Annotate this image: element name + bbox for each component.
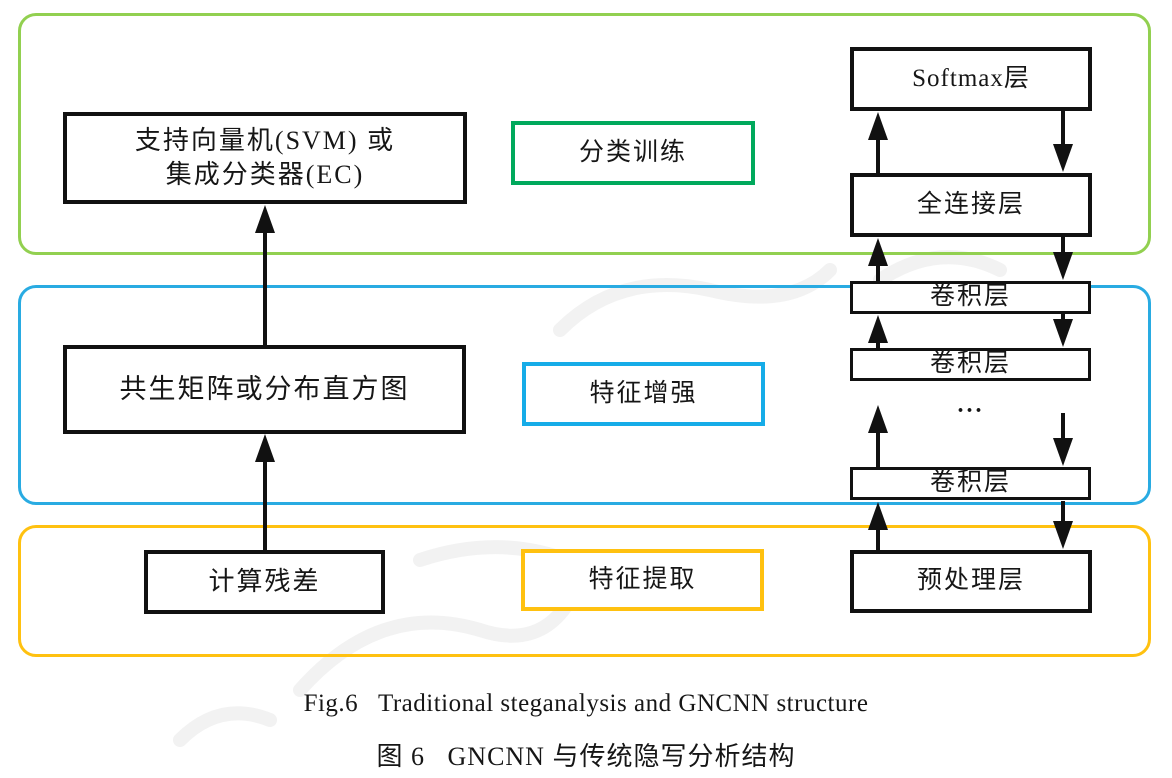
layers-ellipsis: ... [957,392,985,418]
softmax-layer-box: Softmax层 [850,47,1092,111]
extraction-stage-container [18,525,1151,657]
fully-connected-layer-box: 全连接层 [850,173,1092,237]
enhancement-stage-container [18,285,1151,505]
conv-layer-box-2: 卷积层 [850,348,1091,381]
stage-label-enhancement: 特征增强 [522,362,765,426]
classification-stage-container [18,13,1151,255]
residual-box: 计算残差 [144,550,385,614]
figure-caption-chinese: 图 6 GNCNN 与传统隐写分析结构 [376,742,796,771]
figure-caption-english: Fig.6 Traditional steganalysis and GNCNN… [303,690,869,717]
conv-layer-box-1: 卷积层 [850,281,1091,314]
preprocessing-layer-box: 预处理层 [850,550,1092,613]
classifier-box: 支持向量机(SVM) 或 集成分类器(EC) [63,112,467,204]
feature-box: 共生矩阵或分布直方图 [63,345,466,434]
conv-layer-box-3: 卷积层 [850,467,1091,500]
stage-label-extraction: 特征提取 [521,549,764,611]
stage-label-classification: 分类训练 [511,121,755,185]
classifier-box-line2: 集成分类器(EC) [165,160,365,189]
classifier-box-line1: 支持向量机(SVM) 或 [134,126,396,156]
